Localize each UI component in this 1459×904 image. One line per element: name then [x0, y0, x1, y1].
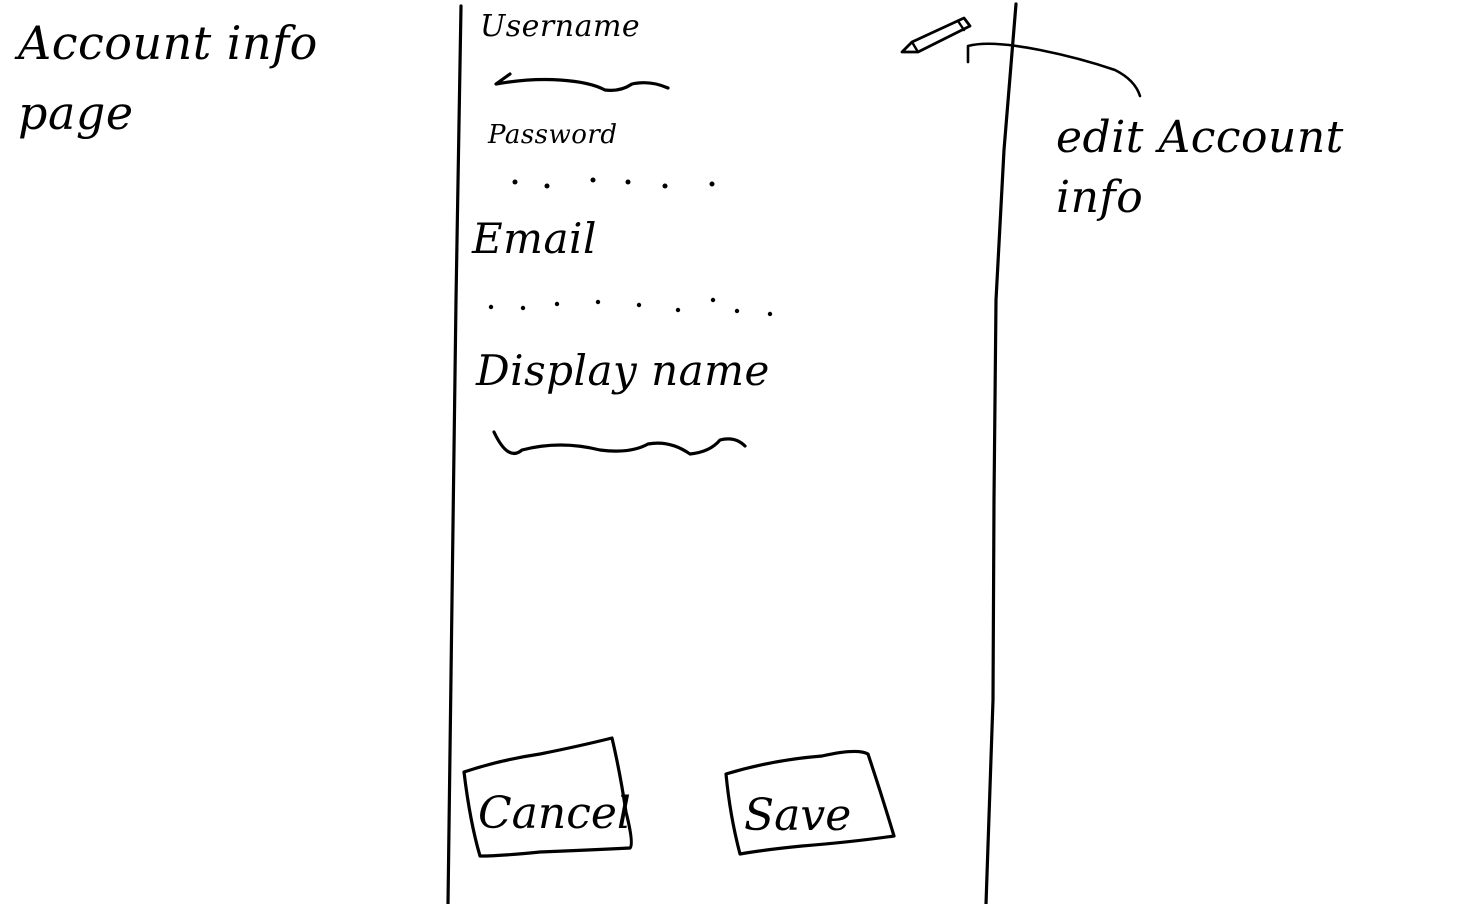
- save-button-outline: [724, 749, 896, 856]
- page-caption: Account info page: [18, 16, 318, 140]
- edit-annotation-note: edit Account info: [1056, 112, 1344, 223]
- annotation-connector: [966, 42, 1142, 98]
- email-label: Email: [472, 214, 597, 263]
- email-field[interactable]: [482, 290, 782, 324]
- password-field[interactable]: [505, 166, 725, 200]
- save-button-label: Save: [744, 790, 852, 841]
- cancel-button[interactable]: Cancel: [460, 732, 642, 860]
- display-name-field[interactable]: [490, 424, 750, 458]
- phone-frame-right-edge: [984, 2, 1018, 904]
- cancel-button-outline: [462, 736, 633, 858]
- cancel-button-label: Cancel: [478, 788, 631, 839]
- save-button[interactable]: Save: [722, 746, 898, 858]
- password-label: Password: [488, 120, 618, 150]
- display-name-label: Display name: [476, 346, 770, 395]
- username-label: Username: [480, 9, 641, 44]
- edit-account-button[interactable]: [896, 12, 974, 62]
- username-field[interactable]: [490, 66, 680, 100]
- pencil-icon: [900, 16, 972, 54]
